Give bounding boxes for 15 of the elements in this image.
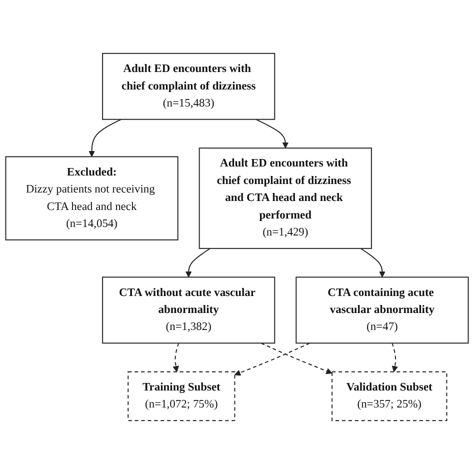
node-box: Excluded: Dizzy patients not receiving CTA head and neck (n=14,054) xyxy=(5,156,178,240)
arrow xyxy=(88,118,122,157)
arrow xyxy=(360,248,386,278)
arrow xyxy=(172,342,180,372)
arrow xyxy=(185,248,210,278)
arrow xyxy=(256,118,289,148)
node-box: CTA containing acute vascular abnormality (n=47) xyxy=(296,276,469,344)
node-box: CTA without acute vascular abnormality (n=1,382) xyxy=(102,276,276,344)
arrow xyxy=(234,342,310,376)
node-box: Validation Subset (n=357; 25%) xyxy=(332,371,448,422)
arrow xyxy=(392,342,398,372)
node-box: Adult ED encounters with chief complaint of dizziness and CTA head and neck performed (n=1,429) xyxy=(198,148,372,250)
node-box: Adult ED encounters with chief complaint of dizziness (n=15,483) xyxy=(102,52,276,120)
node-box: Training Subset (n=1,072; 75%) xyxy=(128,371,236,422)
arrow xyxy=(260,342,332,374)
